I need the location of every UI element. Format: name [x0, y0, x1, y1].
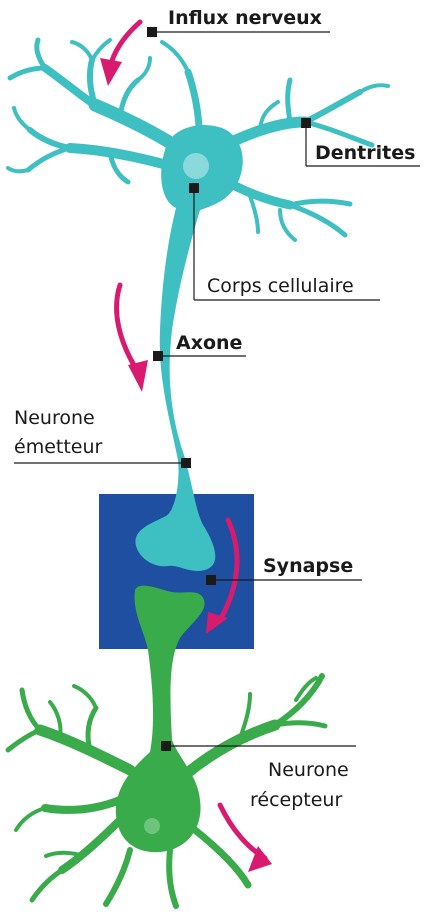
label-neurone-recepteur-1: Neurone: [268, 759, 349, 781]
receptor-nucleus: [144, 818, 160, 834]
label-neurone-emetteur-2: émetteur: [14, 436, 103, 458]
label-influx-nerveux: Influx nerveux: [168, 7, 322, 29]
label-axone: Axone: [176, 332, 242, 354]
label-dentrites: Dentrites: [315, 142, 415, 164]
label-neurone-recepteur-2: récepteur: [250, 789, 342, 811]
label-neurone-emetteur-1: Neurone: [14, 407, 95, 429]
label-corps-cellulaire: Corps cellulaire: [207, 275, 354, 297]
label-synapse: Synapse: [263, 555, 353, 577]
emitter-nucleus: [183, 153, 209, 179]
